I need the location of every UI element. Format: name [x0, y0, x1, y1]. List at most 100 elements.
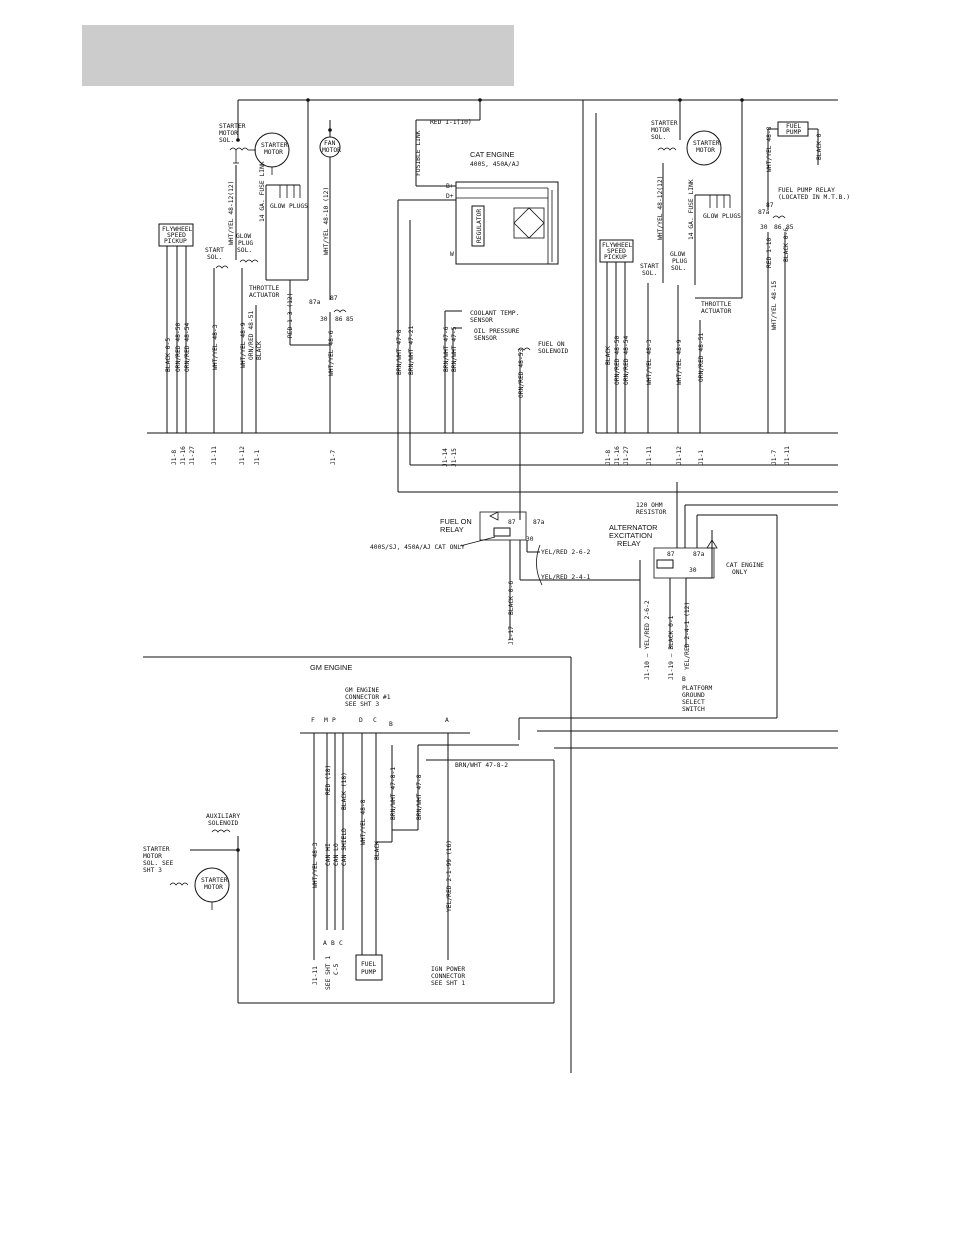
svg-text:MOTOR: MOTOR: [219, 130, 238, 137]
svg-text:ORN/RED 48-50: ORN/RED 48-50: [614, 336, 621, 385]
svg-text:B: B: [331, 940, 335, 947]
svg-text:30: 30: [760, 224, 768, 231]
svg-text:87: 87: [508, 519, 516, 526]
gm-engine-section: GM ENGINE GM ENGINE CONNECTOR #1 SEE SHT…: [143, 663, 555, 1004]
svg-text:SELECT: SELECT: [682, 699, 705, 706]
svg-text:ORN/RED 48-53: ORN/RED 48-53: [518, 349, 525, 398]
throttle-actuator: THROTTLE ACTUATOR: [241, 268, 280, 433]
svg-text:SENSOR: SENSOR: [474, 335, 497, 342]
svg-text:J1-27: J1-27: [623, 446, 630, 465]
svg-text:RED 1-1(10): RED 1-1(10): [430, 119, 472, 126]
svg-text:BLACK 0-5: BLACK 0-5: [165, 338, 172, 372]
fuel-pump-relay: 87a 87 30 86 85: [758, 202, 794, 231]
svg-text:BLACK: BLACK: [256, 341, 263, 360]
svg-text:J1-11: J1-11: [312, 966, 319, 985]
svg-text:WHT/YEL 48-9: WHT/YEL 48-9: [676, 339, 683, 385]
svg-text:WHT/YEL 48-12(12): WHT/YEL 48-12(12): [228, 181, 235, 245]
starter-motor-solenoid: STARTER MOTOR SOL.: [219, 123, 249, 164]
svg-text:BRN/WHT 47-6: BRN/WHT 47-6: [443, 326, 450, 372]
svg-text:FUEL ON: FUEL ON: [440, 517, 472, 526]
svg-text:87a: 87a: [693, 551, 705, 558]
svg-text:86: 86: [335, 316, 343, 323]
svg-text:GM ENGINE: GM ENGINE: [310, 663, 352, 672]
svg-text:SOLENOID: SOLENOID: [538, 348, 569, 355]
svg-text:M: M: [324, 717, 328, 724]
svg-text:85: 85: [786, 224, 794, 231]
alternator-box: B+ D+ W REGULATOR: [446, 181, 559, 265]
svg-text:J1-14: J1-14: [442, 448, 449, 467]
svg-text:BLACK 0: BLACK 0: [816, 133, 823, 160]
svg-text:J1-8: J1-8: [171, 450, 178, 465]
svg-text:PUMP: PUMP: [361, 969, 376, 976]
svg-text:J1-10 — YEL/RED 2-6-2: J1-10 — YEL/RED 2-6-2: [644, 600, 651, 680]
svg-text:STARTER: STARTER: [261, 142, 288, 149]
svg-text:YEL/RED 2-4-1: YEL/RED 2-4-1: [541, 574, 590, 581]
svg-text:ONLY: ONLY: [732, 569, 747, 576]
svg-text:J1-12: J1-12: [239, 446, 246, 465]
svg-text:MOTOR: MOTOR: [651, 127, 670, 134]
svg-text:30: 30: [689, 567, 697, 574]
svg-text:GLOW: GLOW: [236, 233, 251, 240]
svg-text:WHT/YEL 48-12(12): WHT/YEL 48-12(12): [657, 176, 664, 240]
svg-text:BLACK: BLACK: [605, 346, 612, 365]
svg-text:87: 87: [766, 202, 774, 209]
svg-text:SWITCH: SWITCH: [682, 706, 705, 713]
svg-text:J1-15: J1-15: [451, 448, 458, 467]
auxiliary-solenoid: AUXILIARY SOLENOID: [190, 813, 240, 1003]
svg-text:MOTOR: MOTOR: [264, 149, 283, 156]
svg-text:WHT/YEL 48-15: WHT/YEL 48-15: [771, 281, 778, 330]
glow-plugs: GLOW PLUGS: [270, 185, 308, 210]
svg-text:J1-1: J1-1: [254, 450, 261, 465]
svg-text:86: 86: [774, 224, 782, 231]
svg-text:CAN HI: CAN HI: [325, 843, 332, 866]
svg-text:J1-7: J1-7: [771, 450, 778, 465]
svg-text:F: F: [311, 717, 315, 724]
svg-text:FLYWHEEL: FLYWHEEL: [162, 226, 193, 233]
coolant-temp-sensor: COOLANT TEMP. SENSOR: [445, 310, 519, 324]
svg-text:30: 30: [320, 316, 328, 323]
svg-text:J1-19 — BLACK 0-1: J1-19 — BLACK 0-1: [668, 615, 675, 680]
svg-text:ACTUATOR: ACTUATOR: [249, 292, 280, 299]
svg-text:PICKUP: PICKUP: [164, 238, 187, 245]
svg-text:J1-1: J1-1: [698, 450, 705, 465]
svg-text:BRN/WHT 47-5: BRN/WHT 47-5: [451, 326, 458, 372]
right-starter-motor: STARTER MOTOR SOL. STARTER MOTOR: [651, 120, 722, 166]
svg-text:RED 1-10: RED 1-10: [766, 237, 773, 268]
fuel-on-solenoid: FUEL ON SOLENOID: [517, 341, 569, 520]
svg-text:START: START: [205, 247, 224, 254]
frame-lines: [143, 99, 838, 1073]
svg-text:WHT/YEL 48-8: WHT/YEL 48-8: [766, 126, 773, 172]
svg-text:87: 87: [330, 295, 338, 302]
svg-text:ORN/RED 48-54: ORN/RED 48-54: [184, 323, 191, 372]
svg-text:STARTER: STARTER: [201, 877, 228, 884]
svg-text:SENSOR: SENSOR: [470, 317, 493, 324]
svg-text:SOLENOID: SOLENOID: [208, 820, 239, 827]
svg-text:FUEL: FUEL: [361, 961, 376, 968]
svg-text:THROTTLE: THROTTLE: [249, 285, 280, 292]
svg-text:C: C: [373, 717, 377, 724]
right-fuel-pump: FUEL PUMP: [767, 121, 819, 210]
svg-text:STARTER: STARTER: [143, 846, 170, 853]
svg-text:ALTERNATOR: ALTERNATOR: [609, 523, 657, 532]
svg-text:BRN/WHT 47-8-1: BRN/WHT 47-8-1: [390, 767, 397, 820]
svg-text:OIL PRESSURE: OIL PRESSURE: [474, 328, 520, 335]
svg-text:PLUG: PLUG: [238, 240, 253, 247]
svg-text:J1-17: J1-17: [508, 626, 515, 645]
svg-text:ACTUATOR: ACTUATOR: [701, 308, 732, 315]
svg-text:RELAY: RELAY: [440, 525, 464, 534]
svg-text:WHT/YEL 48-8: WHT/YEL 48-8: [360, 799, 367, 845]
svg-text:YEL/RED 2-4-1 (12): YEL/RED 2-4-1 (12): [684, 602, 691, 670]
svg-text:14 GA. FUSE LINK: 14 GA. FUSE LINK: [688, 179, 695, 240]
left-relay: 87a 87 30 86 85: [309, 295, 354, 433]
svg-text:CAT ENGINE: CAT ENGINE: [726, 562, 764, 569]
svg-text:J1-11: J1-11: [646, 446, 653, 465]
svg-text:85: 85: [346, 316, 354, 323]
svg-text:J1-7: J1-7: [330, 450, 337, 465]
svg-text:BRN/WHT 47-8: BRN/WHT 47-8: [416, 774, 423, 820]
svg-text:ORN/RED 48-50: ORN/RED 48-50: [175, 323, 182, 372]
svg-text:87a: 87a: [533, 519, 545, 526]
svg-text:87a: 87a: [758, 209, 770, 216]
svg-text:J1-11: J1-11: [784, 446, 791, 465]
svg-text:BLACK (18): BLACK (18): [341, 772, 348, 810]
